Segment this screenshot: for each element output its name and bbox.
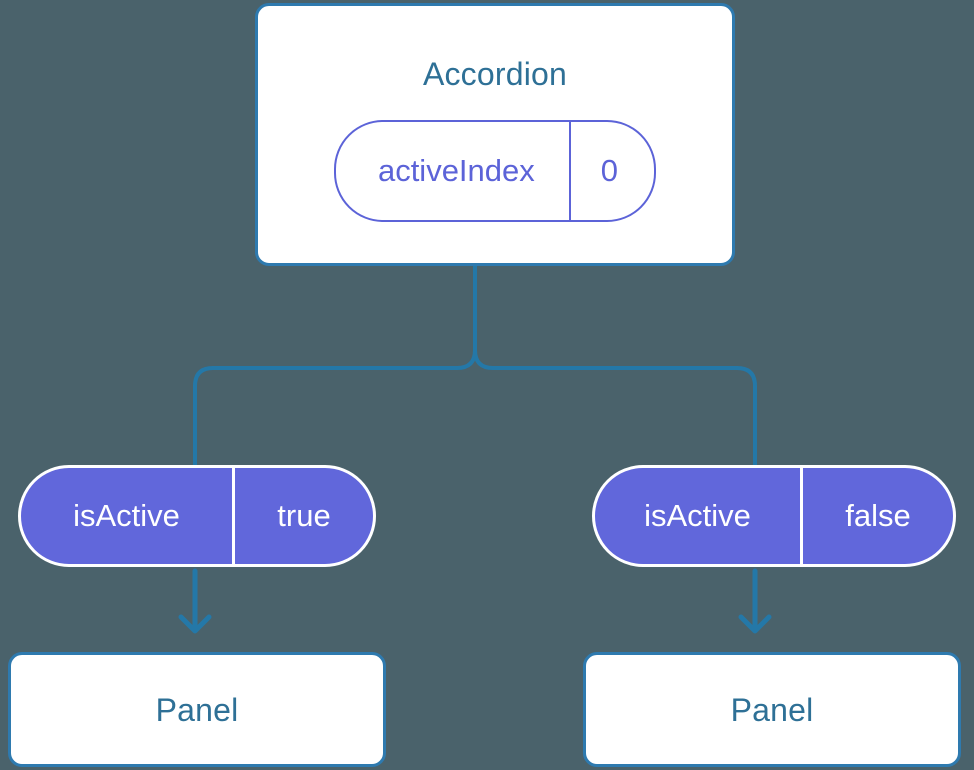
panel-component-card-right[interactable]: Panel [583,652,961,767]
panel-title-left: Panel [155,691,239,728]
prop-value-label-left: true [277,498,331,533]
arrow-left-head-icon [178,614,212,634]
panel-component-card-left[interactable]: Panel [8,652,386,767]
prop-key-label-right: isActive [595,468,803,564]
prop-pill-right[interactable]: isActive false [592,465,956,567]
state-value-label: 0 [600,153,619,188]
panel-title-right: Panel [730,691,814,728]
fork-connector-right [473,348,757,467]
prop-key-label-left: isActive [21,468,235,564]
accordion-title: Accordion [422,56,568,92]
state-key-label: activeIndex [336,122,571,220]
prop-value-label-right: false [845,498,911,533]
accordion-state-pill[interactable]: activeIndex 0 [333,120,657,222]
prop-pill-left[interactable]: isActive true [18,465,376,567]
fork-connector [193,264,477,467]
accordion-component-card[interactable]: Accordion activeIndex 0 [255,3,735,266]
arrow-right-head-icon [738,614,772,634]
